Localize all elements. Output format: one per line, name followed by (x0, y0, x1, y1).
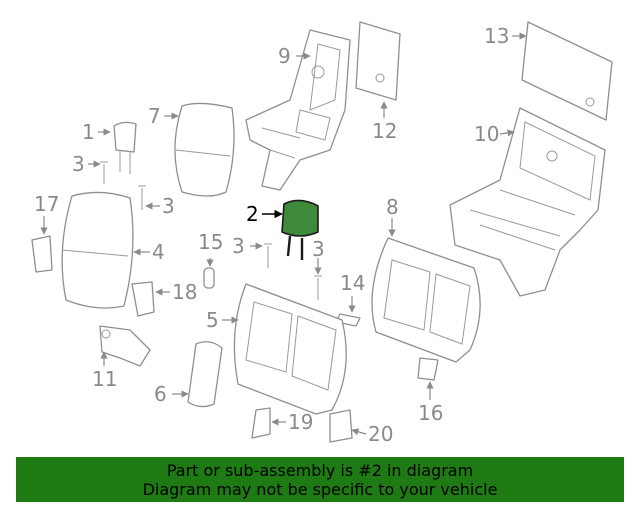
part-2-headrest-highlighted (281, 199, 319, 260)
callout-3b: 3 (162, 194, 175, 218)
part-18-cover (131, 281, 155, 317)
callout-16: 16 (418, 401, 443, 425)
part-10-seat-frame (449, 107, 606, 297)
part-19-cover (251, 407, 271, 439)
leader-lines (40, 32, 527, 436)
callout-5: 5 (206, 308, 219, 332)
callout-6: 6 (154, 382, 167, 406)
callout-3d: 3 (312, 237, 325, 261)
part-20-cover (329, 409, 353, 443)
callout-10: 10 (474, 122, 499, 146)
callout-11: 11 (92, 367, 117, 391)
part-4-seatback (61, 191, 134, 309)
info-banner: Part or sub-assembly is #2 in diagram Di… (16, 457, 624, 502)
callout-9: 9 (278, 44, 291, 68)
callout-2: 2 (246, 202, 259, 226)
callout-3a: 3 (72, 152, 85, 176)
part-16-bracket (417, 357, 439, 381)
part-8-seat-cushion (371, 237, 481, 363)
part-13-back-panel (521, 21, 613, 121)
part-7-seatback-pad (174, 102, 235, 197)
part-3-bolts (100, 161, 322, 300)
banner-line-2: Diagram may not be specific to your vehi… (142, 480, 498, 499)
callout-7: 7 (148, 104, 161, 128)
banner-line-1: Part or sub-assembly is #2 in diagram (166, 461, 474, 480)
part-17-bracket (31, 235, 53, 273)
callout-19: 19 (288, 410, 313, 434)
callout-numbers: 1 2 3 3 3 3 4 5 6 7 8 9 10 11 12 13 14 1… (34, 24, 509, 446)
part-11-bracket (99, 325, 151, 367)
part-12-panel (355, 21, 401, 101)
parts-diagram: 1 2 3 3 3 3 4 5 6 7 8 9 10 11 12 13 14 1… (31, 21, 613, 446)
callout-1: 1 (82, 120, 95, 144)
part-9-center-frame (245, 29, 351, 191)
callout-8: 8 (386, 195, 399, 219)
callout-3c: 3 (232, 234, 245, 258)
callout-17: 17 (34, 192, 59, 216)
callout-13: 13 (484, 24, 509, 48)
callout-14: 14 (340, 271, 365, 295)
part-15-clip (203, 267, 215, 289)
callout-18: 18 (172, 280, 197, 304)
callout-20: 20 (368, 422, 393, 446)
part-1-headrest (113, 121, 137, 174)
part-5-seat-cushion (233, 283, 347, 415)
callout-15: 15 (198, 230, 223, 254)
callout-12: 12 (372, 119, 397, 143)
callout-4: 4 (152, 240, 165, 264)
part-6-pad (187, 341, 223, 408)
